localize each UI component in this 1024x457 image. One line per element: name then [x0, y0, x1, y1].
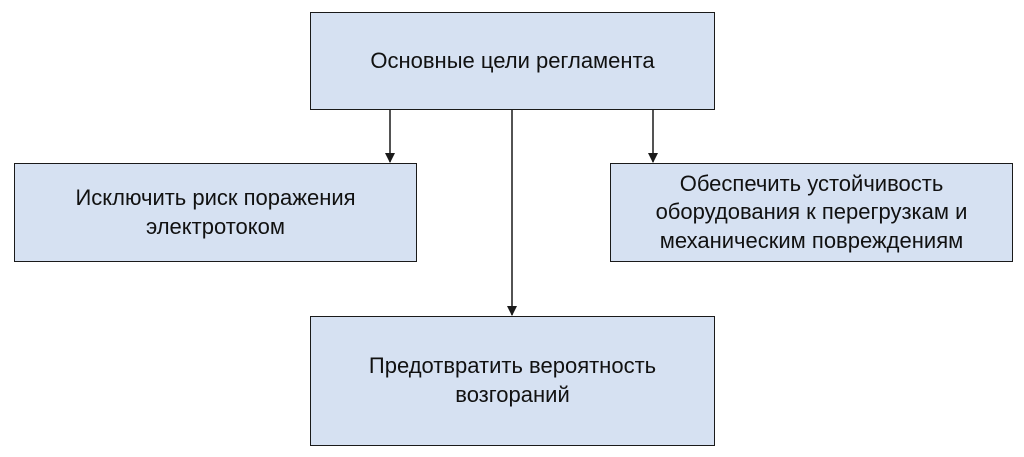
goal-node-line: оборудования к перегрузкам и: [655, 199, 968, 225]
goal-node-equipment-resilience: Обеспечить устойчивость оборудования к п…: [610, 163, 1013, 262]
goal-node-electric-shock: Исключить риск поражения электротоком: [14, 163, 417, 262]
root-node-label: Основные цели регламента: [370, 47, 655, 73]
goal-node-line: электротоком: [145, 213, 286, 239]
root-node: Основные цели регламента: [310, 12, 715, 110]
goal-node-line: Обеспечить устойчивость: [679, 170, 944, 196]
goal-node-line: возгораний: [455, 382, 570, 407]
goal-node-fire-prevention: Предотвратить вероятность возгораний: [310, 316, 715, 446]
goal-node-line: Предотвратить вероятность: [368, 353, 657, 379]
goal-node-line: Исключить риск поражения: [75, 184, 356, 210]
goal-node-line: механическим повреждениям: [659, 227, 964, 253]
